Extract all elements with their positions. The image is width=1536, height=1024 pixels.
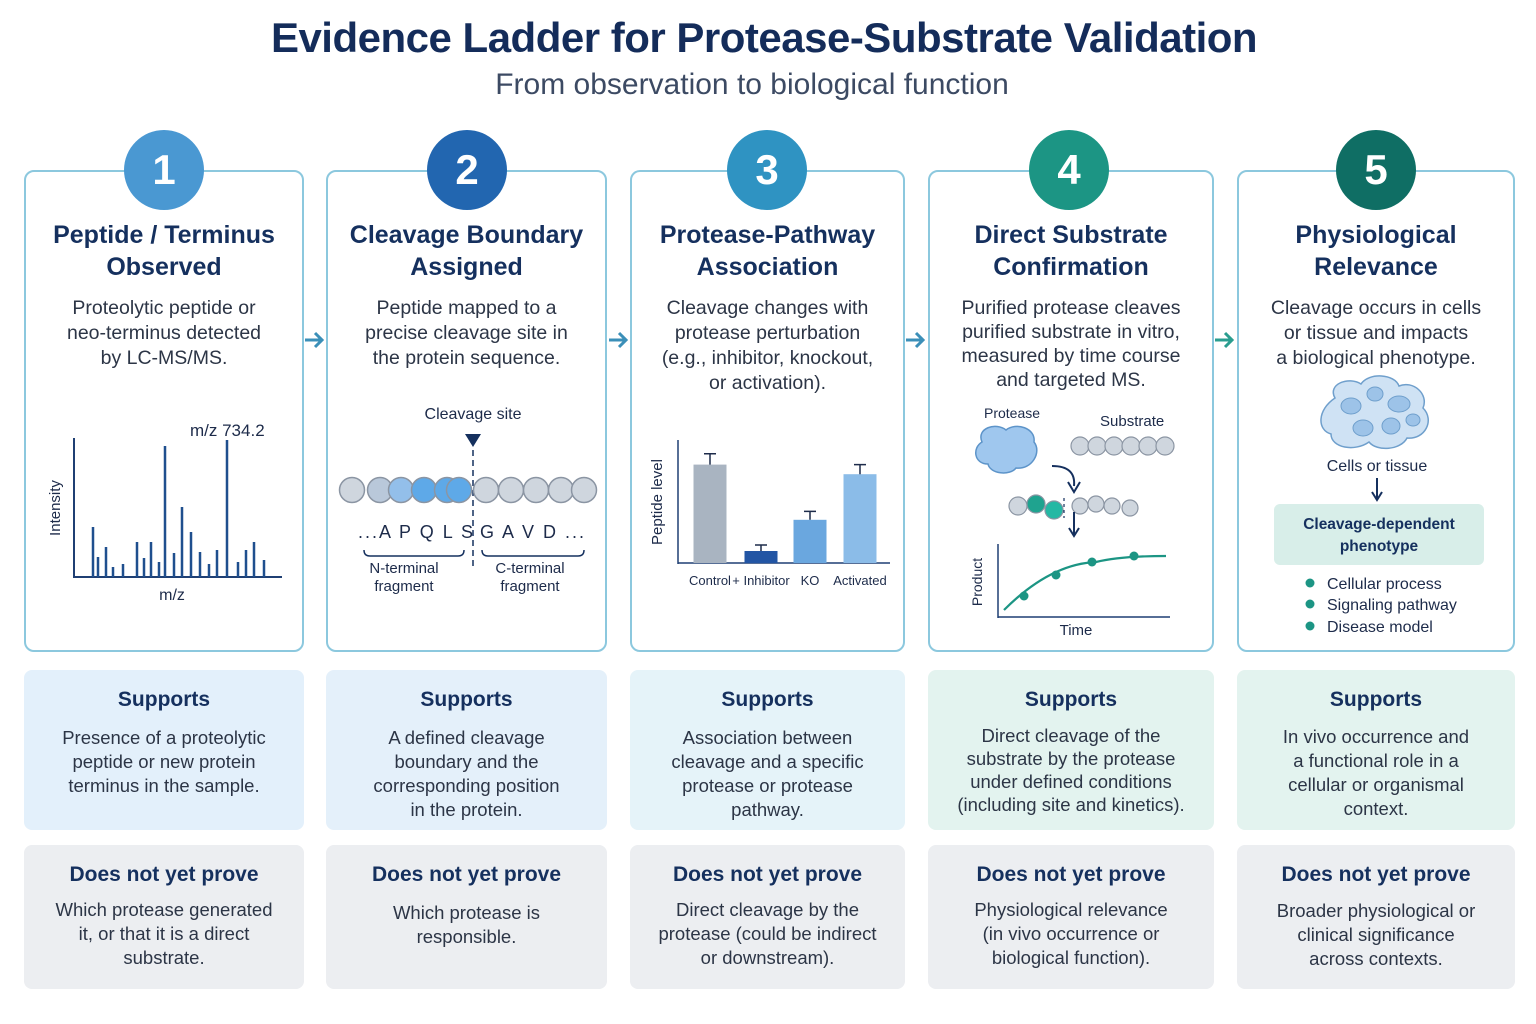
bar-1 bbox=[744, 551, 778, 563]
cells-tissue-diagram: Cells or tissue Cleavage-dependent pheno… bbox=[1274, 375, 1484, 636]
peak-label: m/z 734.2 bbox=[190, 421, 265, 440]
x-tick-label: KO bbox=[801, 573, 820, 588]
arrow-right-icon bbox=[305, 331, 325, 349]
step-title: Physiological Relevance bbox=[1295, 221, 1457, 281]
in-vitro-assay-diagram: Protease Substrate Product Time bbox=[969, 405, 1175, 639]
x-axis-label: m/z bbox=[159, 587, 185, 604]
bullet-icon bbox=[1305, 599, 1315, 609]
step-card-5: Physiological Relevance Cleavage occurs … bbox=[1237, 170, 1515, 652]
bullet-item: Signaling pathway bbox=[1327, 597, 1457, 614]
error-bar-2 bbox=[804, 510, 816, 520]
svg-text:phenotype: phenotype bbox=[1340, 538, 1419, 555]
cell-cluster-icon bbox=[1320, 375, 1429, 450]
cleavage-site-label: Cleavage site bbox=[425, 406, 522, 423]
error-bar-1 bbox=[755, 544, 767, 551]
bar-3 bbox=[843, 474, 877, 563]
phenotype-label: Cleavage-dependent bbox=[1303, 516, 1455, 533]
bullet-item: Disease model bbox=[1327, 619, 1433, 636]
arrow-right-icon bbox=[609, 331, 629, 349]
step-title: Protease-Pathway Association bbox=[659, 221, 876, 281]
substrate-label: Substrate bbox=[1100, 413, 1164, 430]
bullet-item: Cellular process bbox=[1327, 576, 1442, 593]
arrow-right-icon bbox=[906, 331, 926, 349]
mass-spectrum: m/z 734.2 Intensity m/z bbox=[47, 421, 282, 604]
cleaved-substrate-icon bbox=[1008, 494, 1139, 520]
protease-blob-icon bbox=[975, 425, 1038, 474]
bullet-icon bbox=[1305, 578, 1315, 588]
step-title: Cleavage Boundary Assigned bbox=[349, 221, 584, 281]
bar-0 bbox=[693, 464, 727, 563]
step-number-5: 5 bbox=[1336, 130, 1416, 210]
svg-text:N-terminal: N-terminal bbox=[369, 560, 438, 577]
svg-text:fragment: fragment bbox=[500, 578, 560, 595]
protease-label: Protease bbox=[984, 405, 1040, 421]
y-axis-label: Peptide level bbox=[649, 459, 666, 545]
step-card-4: Direct Substrate Confirmation Purified p… bbox=[928, 170, 1214, 652]
step-card-1: Peptide / Terminus Observed Proteolytic … bbox=[24, 170, 304, 652]
bar-2 bbox=[793, 519, 827, 563]
y-axis-label: Product bbox=[969, 558, 985, 606]
step-title: Peptide / Terminus Observed bbox=[53, 221, 275, 281]
substrate-chain-icon bbox=[1070, 436, 1175, 456]
svg-text:C-terminal: C-terminal bbox=[495, 560, 564, 577]
bullet-icon bbox=[1305, 621, 1315, 631]
step-number-4: 4 bbox=[1029, 130, 1109, 210]
step-title: Direct Substrate Confirmation bbox=[974, 221, 1168, 281]
not-yet-box-3: Does not yet prove Direct cleavage by th… bbox=[630, 845, 905, 989]
sequence-right: G A V D ... bbox=[480, 522, 586, 542]
step-card-2: Cleavage Boundary Assigned Peptide mappe… bbox=[326, 170, 607, 652]
not-yet-box-1: Does not yet prove Which protease genera… bbox=[24, 845, 304, 989]
cleavage-site-diagram: Cleavage site ...A P Q L S G A V D ... N… bbox=[338, 406, 598, 595]
not-yet-box-5: Does not yet prove Broader physiological… bbox=[1237, 845, 1515, 989]
svg-text:fragment: fragment bbox=[374, 578, 434, 595]
x-axis-label: Time bbox=[1060, 622, 1093, 639]
cleavage-marker-icon bbox=[465, 434, 481, 447]
x-tick-label: Activated bbox=[833, 573, 886, 588]
error-bar-0 bbox=[704, 453, 716, 465]
step-number-3: 3 bbox=[727, 130, 807, 210]
page-subtitle: From observation to biological function bbox=[495, 68, 1009, 101]
cells-label: Cells or tissue bbox=[1327, 458, 1428, 475]
y-axis-label: Intensity bbox=[47, 480, 64, 536]
arrow-right-icon bbox=[1215, 331, 1235, 349]
sequence-left: ...A P Q L S bbox=[358, 522, 475, 542]
error-bar-3 bbox=[854, 463, 866, 475]
x-tick-label: + Inhibitor bbox=[732, 573, 790, 588]
not-yet-box-4: Does not yet prove Physiological relevan… bbox=[928, 845, 1214, 989]
page-title: Evidence Ladder for Protease-Substrate V… bbox=[270, 14, 1258, 61]
step-number-2: 2 bbox=[427, 130, 507, 210]
step-card-3: Protease-Pathway Association Cleavage ch… bbox=[630, 170, 905, 652]
peptide-level-bar-chart: Peptide level Control+ Inhibitor KO Activa… bbox=[649, 440, 890, 588]
x-tick-label: Control bbox=[689, 573, 731, 588]
step-number-1: 1 bbox=[124, 130, 204, 210]
